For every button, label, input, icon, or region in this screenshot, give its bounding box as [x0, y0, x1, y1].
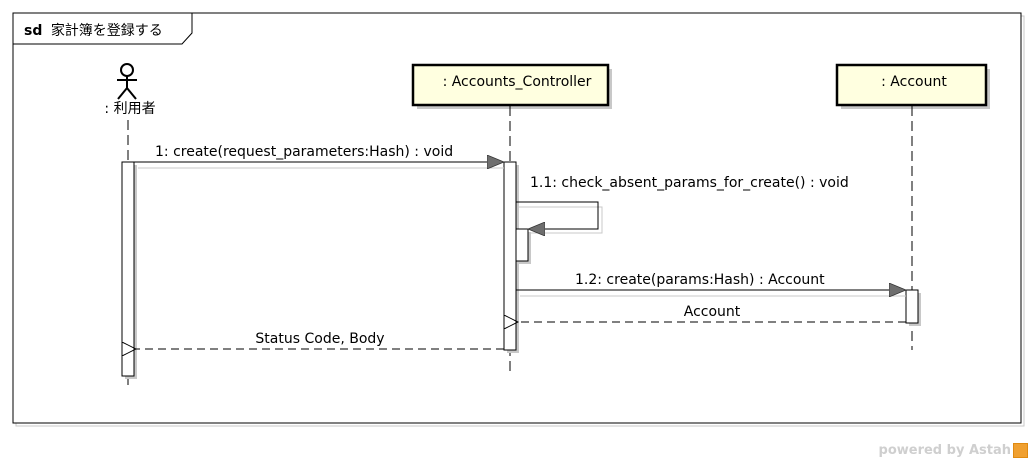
message-1-1-label: 1.1: check_absent_params_for_create() : …: [530, 175, 849, 191]
message-1: 1: create(request_parameters:Hash) : voi…: [134, 144, 504, 168]
actor-lifeline: : 利用者: [104, 63, 156, 388]
controller-activation-bar: [503, 161, 517, 351]
controller-label: : Accounts_Controller: [443, 74, 592, 90]
return-1-label: Status Code, Body: [255, 331, 384, 347]
frame-name: 家計簿を登録する: [51, 22, 163, 39]
actor-activation-bar: [121, 161, 135, 377]
message-1-label: 1: create(request_parameters:Hash) : voi…: [155, 144, 453, 160]
frame-label: sd 家計簿を登録する: [12, 12, 193, 45]
actor-label: : 利用者: [104, 101, 155, 117]
account-box: [835, 63, 988, 107]
astah-watermark: powered by Astah: [879, 443, 1028, 458]
frame-keyword: sd: [24, 23, 42, 39]
actor-icon: [117, 63, 137, 100]
controller-lifeline: : Accounts_Controller: [411, 63, 612, 375]
return-1-2-label: Account: [684, 304, 741, 320]
svg-text:sd 家計簿を登録する: sd 家計簿を登録する: [24, 22, 163, 39]
controller-nested-activation-bar: [515, 228, 529, 262]
return-1: Status Code, Body: [136, 331, 504, 349]
message-1-2-label: 1.2: create(params:Hash) : Account: [575, 272, 825, 288]
controller-box: [411, 63, 610, 107]
return-1-2: Account: [518, 304, 906, 322]
account-activation-bar: [905, 289, 919, 324]
message-1-1: 1.1: check_absent_params_for_create() : …: [516, 175, 849, 233]
account-label: : Account: [881, 74, 947, 90]
astah-logo-icon: [1013, 443, 1028, 458]
message-1-2: 1.2: create(params:Hash) : Account: [516, 272, 906, 296]
account-lifeline: : Account: [835, 63, 990, 350]
watermark-text: powered by Astah: [878, 443, 1011, 458]
